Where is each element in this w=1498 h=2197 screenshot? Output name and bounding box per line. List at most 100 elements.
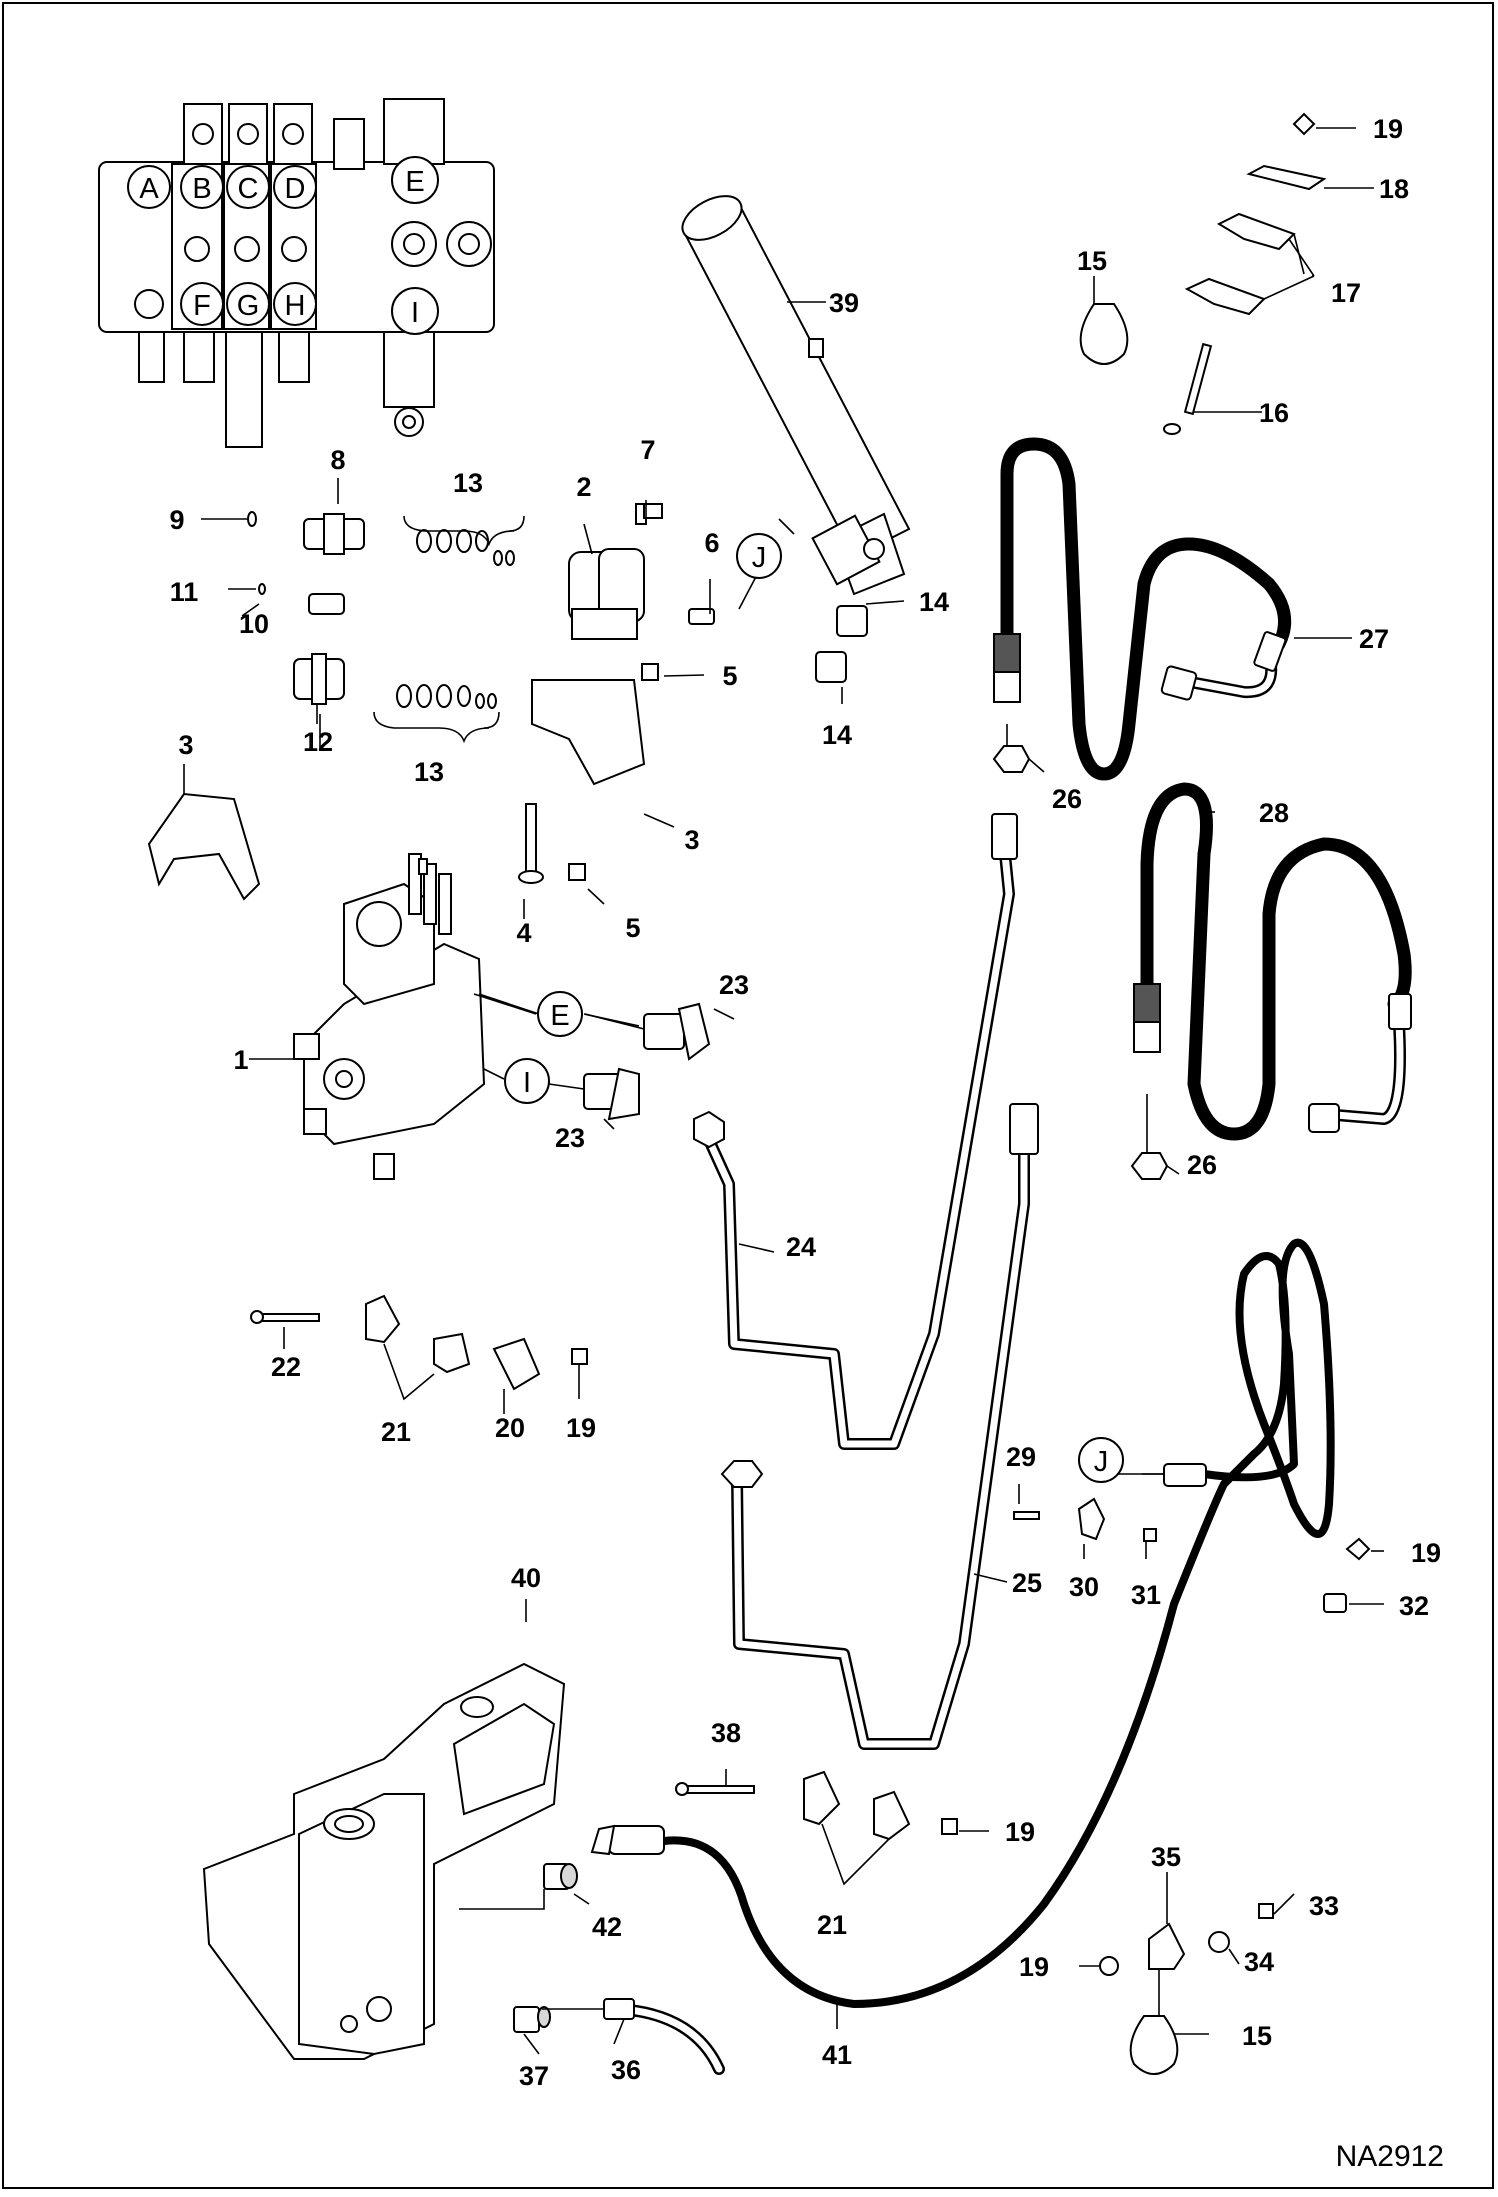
callout-15b: 15 <box>1242 2021 1272 2051</box>
callout-22: 22 <box>271 1352 301 1382</box>
fastener-group-29-31 <box>1013 1497 1157 1542</box>
port-letter-b: B <box>192 173 211 205</box>
nut-26-upper <box>992 745 1031 773</box>
clamp-assembly-middle-left <box>250 1294 588 1391</box>
callout-23b: 23 <box>555 1123 585 1153</box>
fittings-left-row <box>247 511 515 709</box>
callout-25: 25 <box>1012 1568 1042 1598</box>
callout-24: 24 <box>786 1232 816 1262</box>
fitting-42 <box>543 1863 578 1890</box>
hose-41 <box>590 1238 1335 2008</box>
ref-circle-i-label: I <box>523 1067 531 1099</box>
callout-21b: 21 <box>817 1910 847 1940</box>
callout-13a: 13 <box>453 468 483 498</box>
hose-clamp-15-lower <box>1129 2015 1179 2075</box>
port-letter-h: H <box>285 290 306 322</box>
ref-circle-j-upper-label: J <box>752 542 767 574</box>
callout-41: 41 <box>822 2040 852 2070</box>
callout-15a: 15 <box>1077 246 1107 276</box>
callout-14b: 14 <box>822 720 852 750</box>
callout-37: 37 <box>519 2061 549 2091</box>
callout-31: 31 <box>1131 1580 1161 1610</box>
callout-36: 36 <box>611 2055 641 2085</box>
port-letter-d: D <box>285 173 306 205</box>
callout-1: 1 <box>233 1045 248 1075</box>
callout-38: 38 <box>711 1718 741 1748</box>
tank-40 <box>202 1662 566 2060</box>
fittings-right-row <box>568 503 868 881</box>
callout-9: 9 <box>169 505 184 535</box>
port-letter-c: C <box>238 173 259 205</box>
tube-24 <box>693 813 1018 1450</box>
ref-circle-i: I <box>504 1058 550 1104</box>
fastener-group-19-32 <box>1323 1537 1371 1613</box>
port-letter-e: E <box>405 166 424 198</box>
callout-17: 17 <box>1331 278 1361 308</box>
hose-28 <box>1133 782 1412 1141</box>
callout-12: 12 <box>303 727 333 757</box>
port-letter-a: A <box>139 173 159 205</box>
port-letter-i: I <box>411 297 419 329</box>
drawing-code: NA2912 <box>1336 2140 1444 2173</box>
callout-7: 7 <box>640 435 655 465</box>
callout-34: 34 <box>1244 1947 1274 1977</box>
ref-circle-j-upper: J <box>736 533 782 579</box>
hose-clamp-15-upper <box>1079 303 1129 365</box>
bracket-3 <box>147 792 261 901</box>
callout-5a: 5 <box>722 661 737 691</box>
callout-40: 40 <box>511 1563 541 1593</box>
nut-26-lower <box>1130 1152 1169 1180</box>
callout-18: 18 <box>1379 174 1409 204</box>
callout-27: 27 <box>1359 624 1389 654</box>
valve-top-view: A B C D E F G H I <box>98 98 495 448</box>
ref-circle-j-lower-label: J <box>1094 1446 1109 1478</box>
clamp-assembly-upper-right <box>1163 112 1327 435</box>
hose-36 <box>603 1998 725 2075</box>
callout-19e: 19 <box>1019 1952 1049 1982</box>
port-letter-f: F <box>193 290 211 322</box>
callout-30: 30 <box>1069 1572 1099 1602</box>
callout-6: 6 <box>704 528 719 558</box>
callout-29: 29 <box>1006 1442 1036 1472</box>
callout-13b: 13 <box>414 757 444 787</box>
callout-26b: 26 <box>1187 1150 1217 1180</box>
callout-33: 33 <box>1309 1891 1339 1921</box>
clamp-assembly-lower <box>675 1770 958 1841</box>
callout-14a: 14 <box>919 587 949 617</box>
callout-10: 10 <box>239 609 269 639</box>
callouts: 1 2 3 3 4 5 5 6 7 8 9 10 11 12 13 13 14 … <box>169 114 1441 2091</box>
fastener-group-33-35 <box>1099 1903 1274 1976</box>
callout-21a: 21 <box>381 1417 411 1447</box>
hose-27 <box>993 437 1292 781</box>
callout-3b: 3 <box>684 825 699 855</box>
parts-diagram: A B C D E F G H I <box>98 98 1444 2173</box>
cylinder-39 <box>681 195 911 596</box>
callout-26a: 26 <box>1052 784 1082 814</box>
callout-11: 11 <box>170 577 199 607</box>
ref-circle-e-label: E <box>550 1000 569 1032</box>
callout-20: 20 <box>495 1413 525 1443</box>
ref-circle-e: E <box>537 991 583 1037</box>
callout-5b: 5 <box>625 913 640 943</box>
callout-35: 35 <box>1151 1842 1181 1872</box>
callout-39: 39 <box>829 288 859 318</box>
fitting-37 <box>513 2006 551 2033</box>
callout-19c: 19 <box>1411 1538 1441 1568</box>
tube-25 <box>720 1103 1039 1750</box>
callout-28: 28 <box>1259 798 1289 828</box>
elbow-23-lower <box>583 1067 640 1121</box>
callout-16: 16 <box>1259 398 1289 428</box>
control-valve-1 <box>293 853 486 1180</box>
callout-8: 8 <box>330 445 345 475</box>
callout-19b: 19 <box>566 1413 596 1443</box>
callout-32: 32 <box>1399 1591 1429 1621</box>
callout-42: 42 <box>592 1912 622 1942</box>
callout-2: 2 <box>576 472 591 502</box>
callout-4: 4 <box>516 918 531 948</box>
callout-23a: 23 <box>719 970 749 1000</box>
callout-19d: 19 <box>1005 1817 1035 1847</box>
elbow-23-upper <box>643 1002 711 1061</box>
ref-circle-j-lower: J <box>1078 1437 1124 1483</box>
port-letter-g: G <box>237 290 260 322</box>
